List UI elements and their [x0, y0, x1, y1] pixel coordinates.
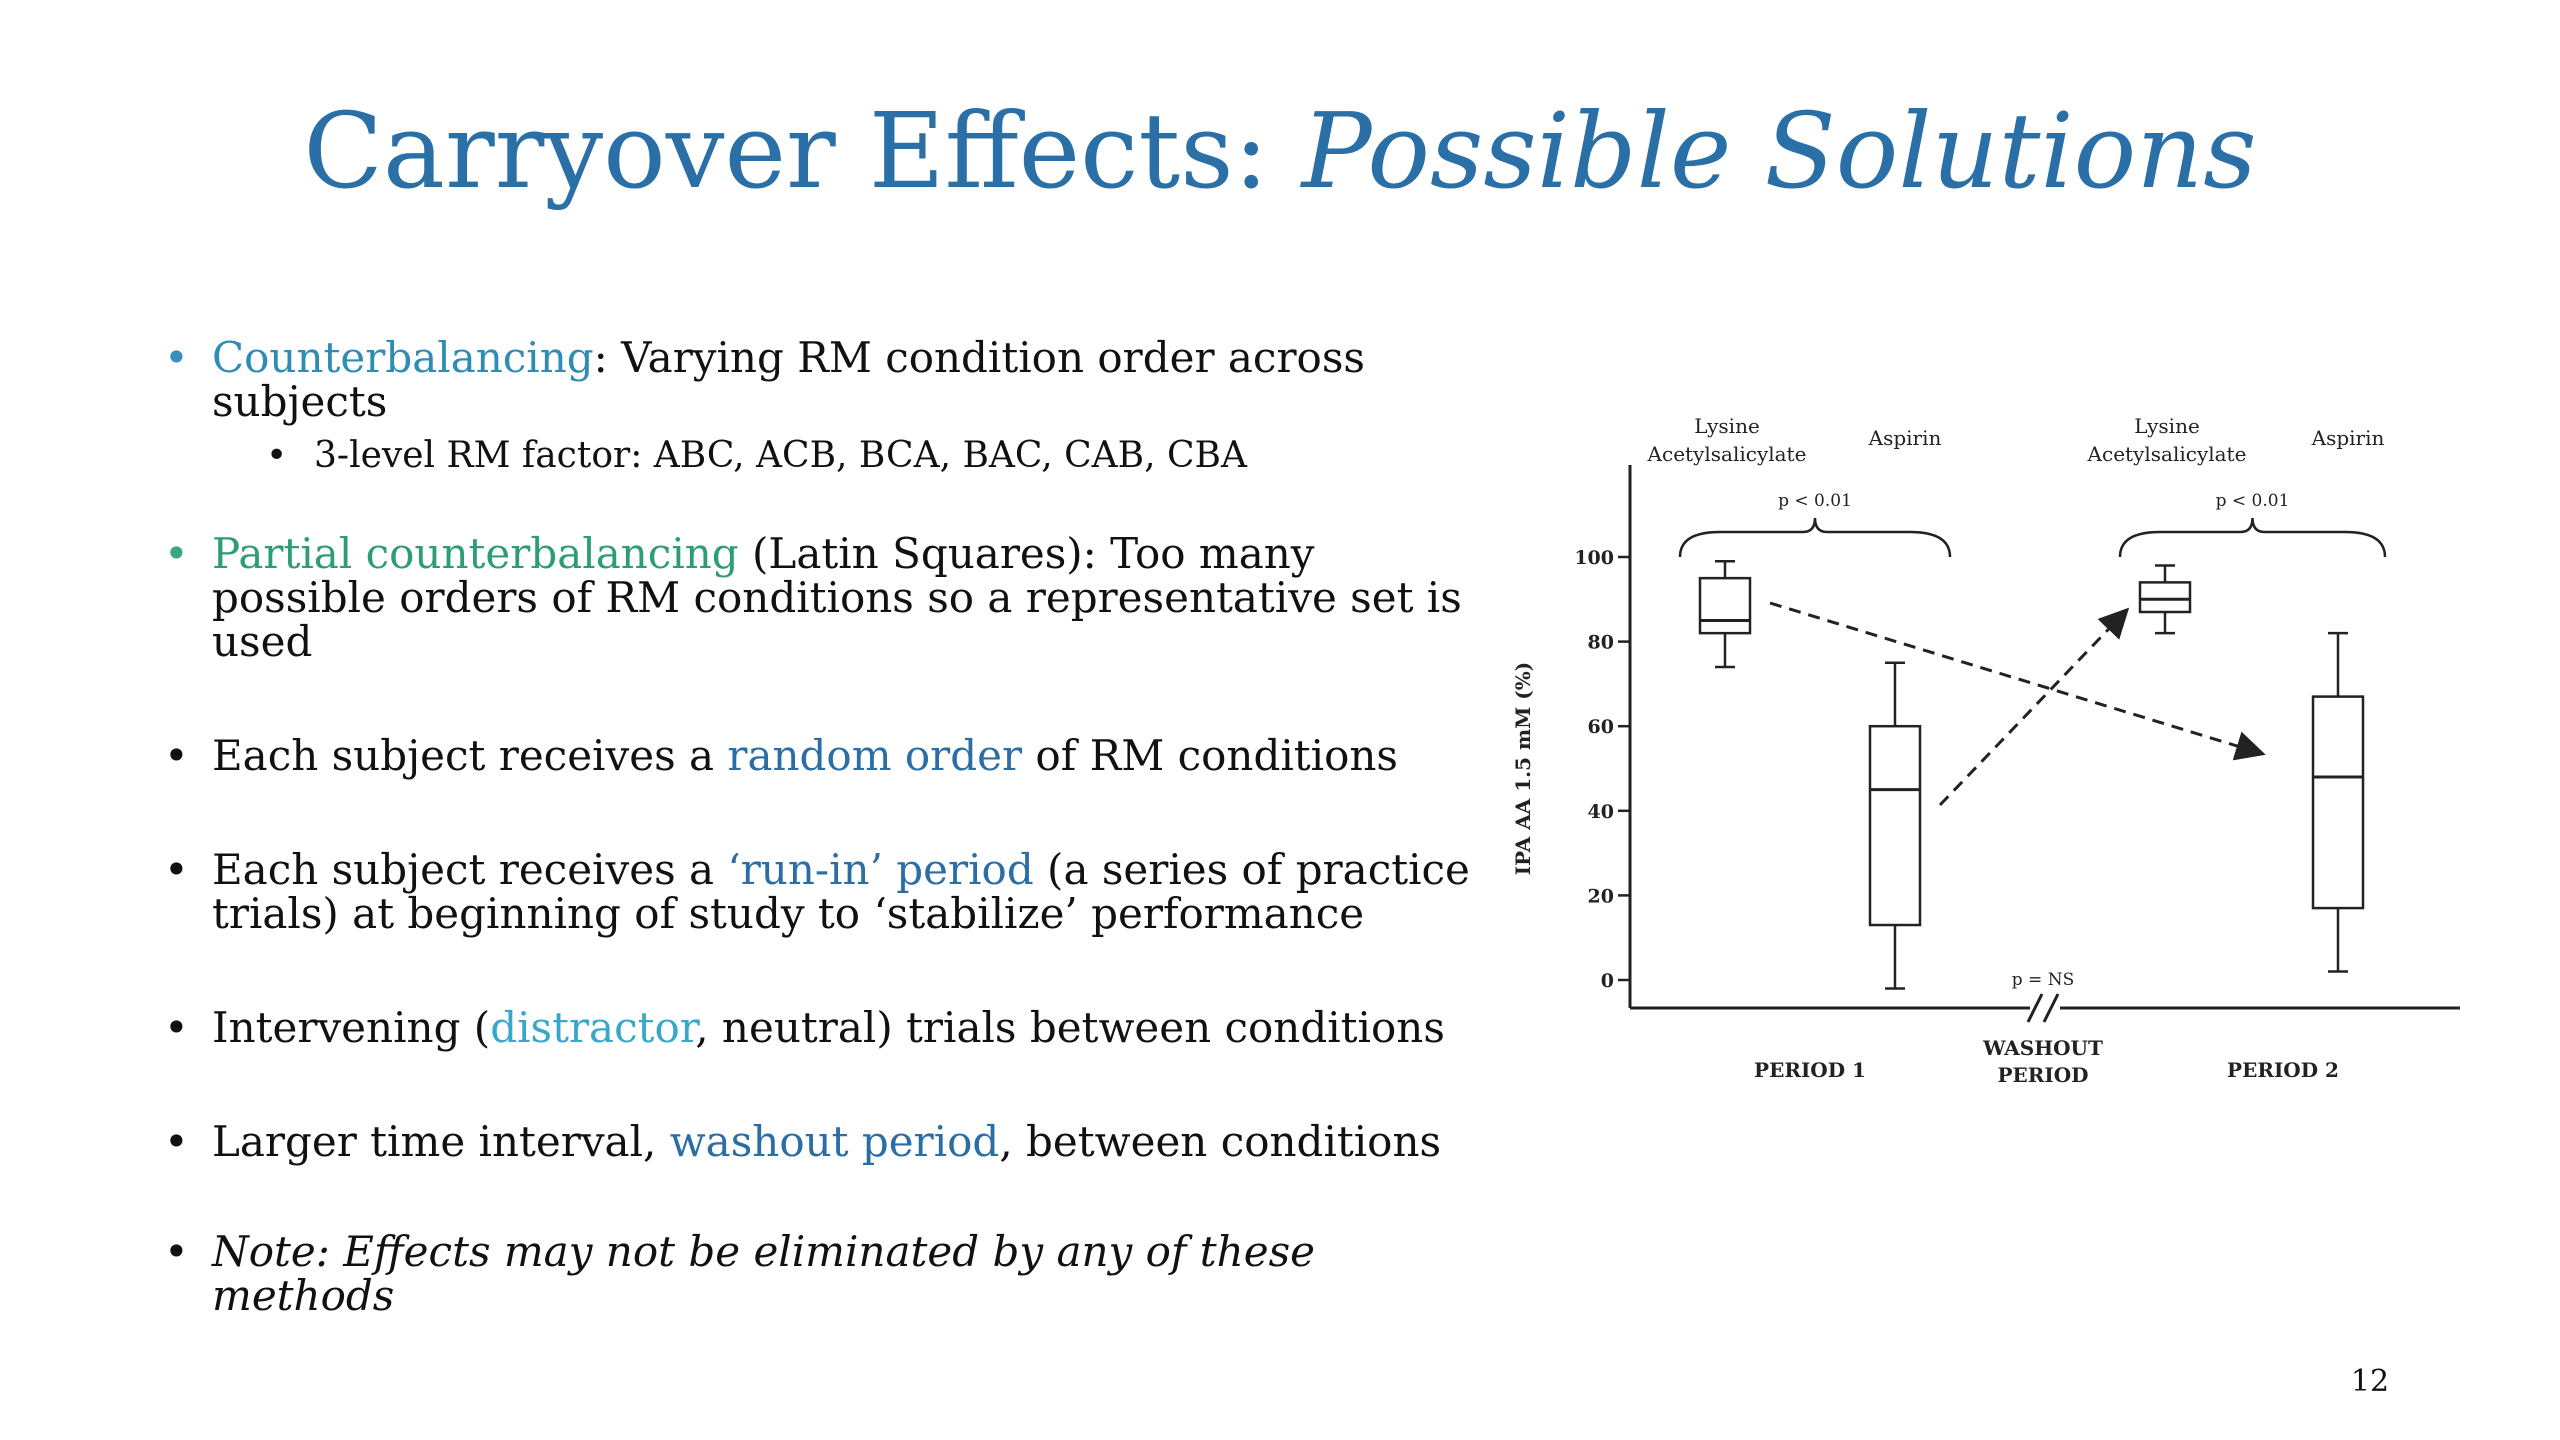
sub-list: • 3-level RM factor: ABC, ACB, BCA, BAC, …	[212, 436, 1498, 476]
y-tick-label: 60	[1588, 716, 1614, 738]
term-random-order: random order	[727, 731, 1023, 780]
carryover-arrow	[1769, 601, 2266, 761]
page-number: 12	[2350, 1364, 2390, 1399]
bullet-run-in: • Each subject receives a ‘run-in’ period…	[158, 848, 1498, 936]
bullet-text: (Latin Squares): Too many possible order…	[212, 529, 1462, 666]
significance-annotation: p < 0.01	[2216, 491, 2290, 511]
axis-break-mark	[2026, 993, 2044, 1023]
bullet-text-post: , neutral) trials between conditions	[695, 1003, 1445, 1052]
condition-label: Lysine	[2134, 414, 2200, 438]
bullet-text-post: , between conditions	[999, 1117, 1442, 1166]
bullet-marker: •	[164, 1117, 189, 1166]
box-iqr	[1698, 576, 1752, 635]
y-axis-label: IPA AA 1.5 mM (%)	[1511, 662, 1535, 875]
bullet-text-pre: Larger time interval,	[212, 1117, 670, 1166]
condition-label: Acetylsalicylate	[1647, 442, 1807, 466]
condition-label: Aspirin	[2311, 426, 2385, 450]
note-text: Note: Effects may not be eliminated by a…	[212, 1227, 1315, 1320]
bullet-text-pre: Intervening (	[212, 1003, 491, 1052]
sub-bullet-marker: •	[266, 435, 288, 476]
bullet-marker: •	[164, 529, 189, 578]
period-label: PERIOD 1	[1754, 1058, 1866, 1082]
y-tick-label: 40	[1588, 801, 1614, 823]
slide-title: Carryover Effects: Possible Solutions	[0, 90, 2560, 212]
box-iqr	[2311, 695, 2365, 910]
sub-bullet-text: 3-level RM factor: ABC, ACB, BCA, BAC, C…	[314, 435, 1247, 476]
bullet-text-pre: Each subject receives a	[212, 845, 728, 894]
bullet-distractor: • Intervening (distractor, neutral) trial…	[158, 1006, 1498, 1050]
term-run-in-period: ‘run-in’ period	[727, 845, 1034, 894]
carryover-arrow	[1938, 607, 2130, 807]
significance-brace	[1678, 517, 1952, 558]
bullet-text-pre: Each subject receives a	[212, 731, 728, 780]
bullet-partial-counterbalancing: • Partial counterbalancing (Latin Squares…	[158, 532, 1498, 664]
sub-bullet: • 3-level RM factor: ABC, ACB, BCA, BAC, …	[260, 436, 1498, 476]
term-partial-counterbalancing: Partial counterbalancing	[212, 529, 739, 578]
significance-brace	[2118, 517, 2387, 558]
washout-annotation: p = NS	[2012, 970, 2074, 990]
bullet-text: : Varying RM condition order across subj…	[212, 333, 1365, 426]
title-italic: Possible Solutions	[1301, 90, 2257, 212]
bullet-marker: •	[164, 845, 189, 894]
bullet-marker: •	[164, 333, 189, 382]
bullet-text-post: of RM conditions	[1022, 731, 1398, 780]
bullet-counterbalancing: • Counterbalancing: Varying RM condition …	[158, 336, 1498, 476]
term-washout-period: washout period	[669, 1117, 1000, 1166]
term-counterbalancing: Counterbalancing	[212, 333, 594, 382]
bullet-list: • Counterbalancing: Varying RM condition …	[158, 336, 1498, 1318]
bullet-note: • Note: Effects may not be eliminated by …	[158, 1230, 1498, 1318]
condition-label: Lysine	[1694, 414, 1760, 438]
bullet-marker: •	[164, 1003, 189, 1052]
term-distractor: distractor	[490, 1003, 696, 1052]
bullet-washout: • Larger time interval, washout period, b…	[158, 1120, 1498, 1164]
bullet-text-post: (a series of practice trials) at beginni…	[212, 845, 1470, 938]
significance-annotation: p < 0.01	[1778, 491, 1852, 511]
washout-label: PERIOD	[1997, 1063, 2088, 1087]
bullet-random-order: • Each subject receives a random order of…	[158, 734, 1498, 778]
washout-label: WASHOUT	[1982, 1036, 2103, 1060]
bullet-marker: •	[164, 1227, 189, 1276]
axis-break-mark	[2042, 993, 2060, 1023]
condition-label: Acetylsalicylate	[2087, 442, 2247, 466]
condition-label: Aspirin	[1868, 426, 1942, 450]
y-tick-label: 100	[1574, 547, 1614, 569]
box-iqr	[2138, 581, 2192, 614]
period-label: PERIOD 2	[2227, 1058, 2339, 1082]
y-tick-label: 80	[1588, 632, 1614, 654]
title-main: Carryover Effects:	[303, 90, 1269, 212]
y-tick-label: 20	[1588, 885, 1614, 907]
y-tick-label: 0	[1601, 970, 1614, 992]
bullet-marker: •	[164, 731, 189, 780]
box-iqr	[1868, 724, 1922, 927]
